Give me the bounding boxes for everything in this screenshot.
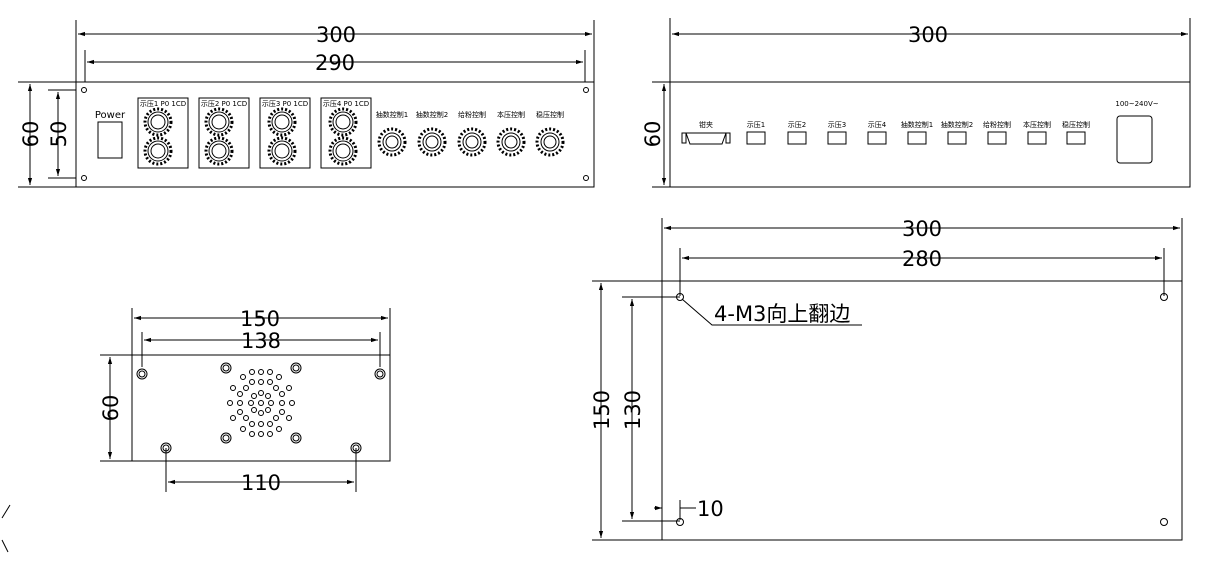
front-power-label: Power [95, 110, 126, 121]
rear-connector-label-6: 抽数控制1 [901, 120, 933, 129]
top-hole-vertical-label: 130 [621, 390, 645, 430]
rear-panel-view [652, 18, 1191, 188]
hole-note-leader [681, 298, 862, 326]
knob-group-label-4: 示压4 P0 1CD [323, 100, 369, 108]
rear-connector-label-8: 给粉控制 [983, 120, 1011, 129]
knob-group-label-2: 示压2 P0 1CD [201, 100, 247, 108]
single-knob-row [382, 132, 560, 152]
db-connector [685, 132, 727, 145]
hole-note-label: 4-M3向上翻边 [714, 302, 850, 326]
rear-connector-label-1: 钳夹 [699, 120, 713, 129]
front-hole-vertical-label: 50 [47, 121, 71, 148]
front-hole-spacing-label: 290 [315, 51, 355, 75]
top-width-label: 300 [902, 217, 942, 241]
side-panel-outline [131, 354, 391, 462]
front-panel-view [18, 20, 595, 188]
knob-module-4 [320, 97, 372, 169]
rear-connector-label-5: 示压4 [868, 121, 887, 129]
side-width-label: 150 [240, 307, 280, 331]
power-inlet [1116, 115, 1153, 164]
single-knob-label-1: 抽数控制1 [376, 110, 408, 119]
single-knob-label-5: 稳压控制 [536, 110, 564, 119]
rear-connector-label-7: 抽数控制2 [941, 120, 973, 129]
knob-module-3 [259, 97, 311, 169]
rear-connector-row [746, 131, 1086, 145]
knob-group-label-3: 示压3 P0 1CD [262, 100, 308, 108]
power-switch [97, 121, 123, 159]
knob-module-2 [198, 97, 250, 169]
rear-width-label: 300 [908, 23, 948, 47]
side-hole-bottom-label: 110 [241, 471, 281, 495]
edge-offset-label: 10 [697, 497, 724, 521]
rear-connector-label-4: 示压3 [828, 121, 846, 129]
rear-panel-outline [669, 81, 1191, 188]
rear-height-label: 60 [641, 121, 665, 148]
side-panel-view [100, 308, 391, 492]
single-knob-label-2: 抽数控制2 [416, 110, 448, 119]
front-panel-outline [75, 81, 595, 188]
top-depth-label: 150 [590, 390, 614, 430]
rear-connector-label-10: 稳压控制 [1062, 120, 1090, 129]
top-hole-spacing-label: 280 [902, 247, 942, 271]
top-plate-view [592, 218, 1183, 541]
front-width-label: 300 [316, 23, 356, 47]
rear-connector-label-3: 示压2 [788, 121, 806, 129]
rear-power-label: 100~240V~ [1115, 100, 1158, 108]
single-knob-label-3: 给粉控制 [458, 110, 486, 119]
front-height-label: 60 [19, 121, 43, 148]
knob-group-label-1: 示压1 P0 1CD [140, 100, 186, 108]
top-plate-outline [661, 280, 1183, 541]
vent-hole-pattern [227, 369, 295, 437]
rear-connector-label-9: 本压控制 [1023, 120, 1051, 129]
knob-module-1 [137, 97, 189, 169]
single-knob-label-4: 本压控制 [497, 110, 525, 119]
side-height-label: 60 [99, 395, 123, 422]
rear-connector-label-2: 示压1 [747, 121, 765, 129]
side-hole-top-label: 138 [241, 329, 281, 353]
